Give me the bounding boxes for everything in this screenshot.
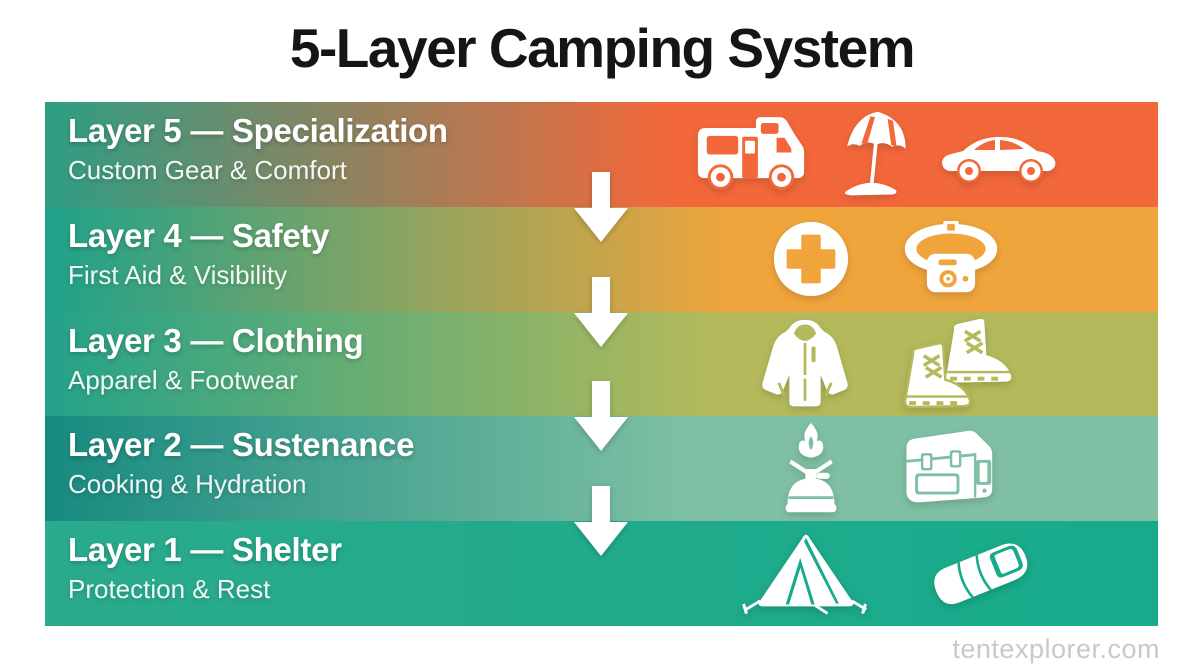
layer-1-title: Layer 1 — Shelter [68,531,342,569]
layer-5-icons [646,102,1106,207]
beach-umbrella-icon [844,112,906,196]
layer-3-icons [678,312,1098,417]
layer-1-text: Layer 1 — Shelter Protection & Rest [68,531,342,605]
headlamp-icon [904,220,998,292]
layer-2-icons [678,416,1098,521]
layer-2-title: Layer 2 — Sustenance [68,426,415,464]
page-title: 5-Layer Camping System [289,17,916,79]
layer-1-subtitle: Protection & Rest [68,574,271,605]
layer-4-icons [678,207,1098,312]
sleeping-bag-icon [934,543,1028,604]
boots-icon [903,318,1012,409]
layer-3-subtitle: Apparel & Footwear [68,364,298,395]
layer-4-text: Layer 4 — Safety First Aid & Visibility [68,217,329,291]
layer-3-title: Layer 3 — Clothing [68,321,364,359]
watermark: tentexplorer.com [952,634,1160,664]
car-icon [942,137,1056,184]
down-arrow-icon [573,171,629,242]
camp-stove-icon [785,422,837,513]
layer-3-text: Layer 3 — Clothing Apparel & Footwear [68,321,364,396]
down-arrow-icon [573,381,629,452]
layer-1-icons [678,521,1098,626]
down-arrow-icon [573,486,629,557]
first-aid-icon [773,222,849,297]
layer-5-subtitle: Custom Gear & Comfort [68,155,347,185]
cooler-icon [906,431,993,503]
layer-4-subtitle: First Aid & Visibility [68,259,288,290]
down-arrow-icon [573,276,629,347]
layer-2-text: Layer 2 — Sustenance Cooking & Hydration [68,426,414,500]
rv-camper-icon [697,117,805,190]
layer-stack: Layer 5 — Specialization Custom Gear & C… [45,102,1158,626]
layer-5-title: Layer 5 — Specialization [68,112,448,149]
layer-2-subtitle: Cooking & Hydration [68,469,307,500]
layer-5-text: Layer 5 — Specialization Custom Gear & C… [68,112,448,186]
tent-icon [742,534,867,615]
jacket-icon [762,319,848,407]
layer-4-title: Layer 4 — Safety [68,216,330,254]
